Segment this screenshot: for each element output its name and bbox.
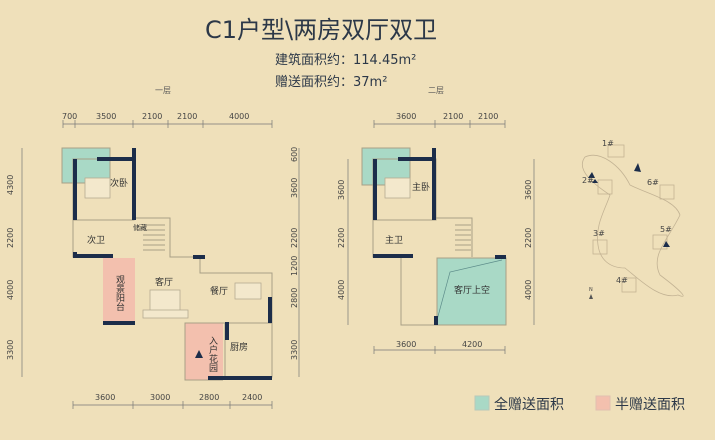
dim-label: 3600 bbox=[524, 180, 533, 200]
dim-label: 2200 bbox=[290, 228, 299, 248]
dim-label: 3000 bbox=[150, 393, 170, 402]
gift-area: 赠送面积约：37m² bbox=[275, 75, 387, 90]
floor2-label: 二层 bbox=[428, 86, 444, 95]
floor2-bottom-dimensions: 3600 4200 bbox=[373, 340, 506, 354]
site-building-label: 2# bbox=[582, 176, 594, 185]
dim-label: 2100 bbox=[478, 112, 498, 121]
floor1-top-dimensions: 700 3500 2100 2100 4000 bbox=[62, 112, 273, 128]
staircase bbox=[143, 224, 165, 251]
dim-label: 2100 bbox=[443, 112, 463, 121]
north-label: N bbox=[589, 287, 593, 293]
dim-label: 600 bbox=[290, 147, 299, 162]
dining-table-icon bbox=[234, 282, 262, 300]
dim-label: 2100 bbox=[142, 112, 162, 121]
sofa-icon bbox=[142, 309, 189, 319]
dim-label: 2400 bbox=[242, 393, 262, 402]
room-storage: 储藏 bbox=[133, 223, 147, 232]
dim-label: 3600 bbox=[396, 112, 416, 121]
dim-label: 3300 bbox=[6, 340, 15, 360]
full-gift-balcony bbox=[61, 147, 111, 184]
floor2-top-dimensions: 3600 2100 2100 bbox=[373, 112, 506, 128]
room-scenic-balcony: 观景阳台 bbox=[114, 275, 125, 312]
dim-label: 4000 bbox=[524, 280, 533, 300]
floor2-right-dimensions: 3600 2200 4000 bbox=[524, 159, 535, 325]
floor1-bottom-dimensions: 3600 3000 2800 2400 bbox=[72, 393, 273, 409]
floor2-left-dimensions: 3600 2200 4000 bbox=[337, 159, 349, 325]
dim-label: 3600 bbox=[290, 178, 299, 198]
half-gift-entry-garden bbox=[185, 323, 223, 380]
room-kitchen: 厨房 bbox=[230, 341, 248, 353]
dim-label: 3600 bbox=[396, 340, 416, 349]
site-building-label: 6# bbox=[647, 178, 659, 187]
floor1-plan: 次卧 次卫 储藏 观景阳台 客厅 餐厅 入户花园 厨房 bbox=[61, 147, 273, 381]
north-arrow-icon bbox=[589, 294, 593, 299]
dim-label: 2100 bbox=[177, 112, 197, 121]
room-second-bath: 次卫 bbox=[87, 234, 105, 246]
bed-icon bbox=[384, 177, 411, 199]
site-building-label: 4# bbox=[616, 276, 628, 285]
sofa-icon bbox=[149, 289, 181, 313]
dim-label: 3600 bbox=[95, 393, 115, 402]
legend-swatch-full-gift bbox=[474, 395, 490, 411]
room-master-bath: 主卫 bbox=[385, 234, 403, 246]
site-building-label: 1# bbox=[602, 139, 614, 148]
dim-label: 2200 bbox=[337, 228, 346, 248]
room-dining: 餐厅 bbox=[210, 285, 228, 297]
site-building-label: 3# bbox=[593, 229, 605, 238]
dim-label: 4000 bbox=[6, 280, 15, 300]
site-building-label: 5# bbox=[660, 225, 672, 234]
room-living: 客厅 bbox=[155, 276, 173, 288]
room-living-void: 客厅上空 bbox=[454, 284, 490, 296]
building-area: 建筑面积约：114.45m² bbox=[275, 52, 416, 68]
dim-label: 2200 bbox=[6, 228, 15, 248]
current-building-marker-icon bbox=[634, 163, 641, 172]
floor1-label: 一层 bbox=[155, 86, 171, 95]
staircase bbox=[455, 224, 471, 251]
dim-label: 1200 bbox=[290, 256, 299, 276]
dim-label: 2800 bbox=[199, 393, 219, 402]
dim-label: 4000 bbox=[229, 112, 249, 121]
floor1-right-dimensions: 600 3600 2200 1200 2800 3300 bbox=[290, 147, 300, 377]
legend-swatch-half-gift bbox=[595, 395, 611, 411]
floor1-left-dimensions: 4300 2200 4000 3300 bbox=[6, 148, 23, 377]
half-gift-scenic-balcony bbox=[103, 258, 135, 323]
dim-label: 700 bbox=[62, 112, 77, 121]
dim-label: 2800 bbox=[290, 288, 299, 308]
dim-label: 3300 bbox=[290, 340, 299, 360]
full-gift-living-void bbox=[436, 257, 507, 326]
dim-label: 4000 bbox=[337, 280, 346, 300]
room-master-bedroom: 主卧 bbox=[412, 181, 430, 193]
entrance-arrow-icon bbox=[195, 350, 203, 358]
page-title: C1户型\两房双厅双卫 bbox=[205, 16, 437, 44]
room-second-bedroom: 次卧 bbox=[110, 177, 128, 189]
floor2-plan: 主卧 主卫 客厅上空 bbox=[361, 147, 507, 326]
legend-full-gift: 全赠送面积 bbox=[494, 396, 564, 413]
dim-label: 4200 bbox=[462, 340, 482, 349]
dim-label: 3500 bbox=[96, 112, 116, 121]
room-entry-garden: 入户花园 bbox=[207, 336, 218, 373]
site-map: 1# 2# 3# 4# 5# 6# N bbox=[582, 139, 684, 299]
legend-half-gift: 半赠送面积 bbox=[615, 397, 685, 413]
bed-icon bbox=[84, 177, 111, 199]
dim-label: 2200 bbox=[524, 228, 533, 248]
dim-label: 3600 bbox=[337, 180, 346, 200]
legend: 全赠送面积 半赠送面积 bbox=[474, 395, 685, 413]
dim-label: 4300 bbox=[6, 175, 15, 195]
